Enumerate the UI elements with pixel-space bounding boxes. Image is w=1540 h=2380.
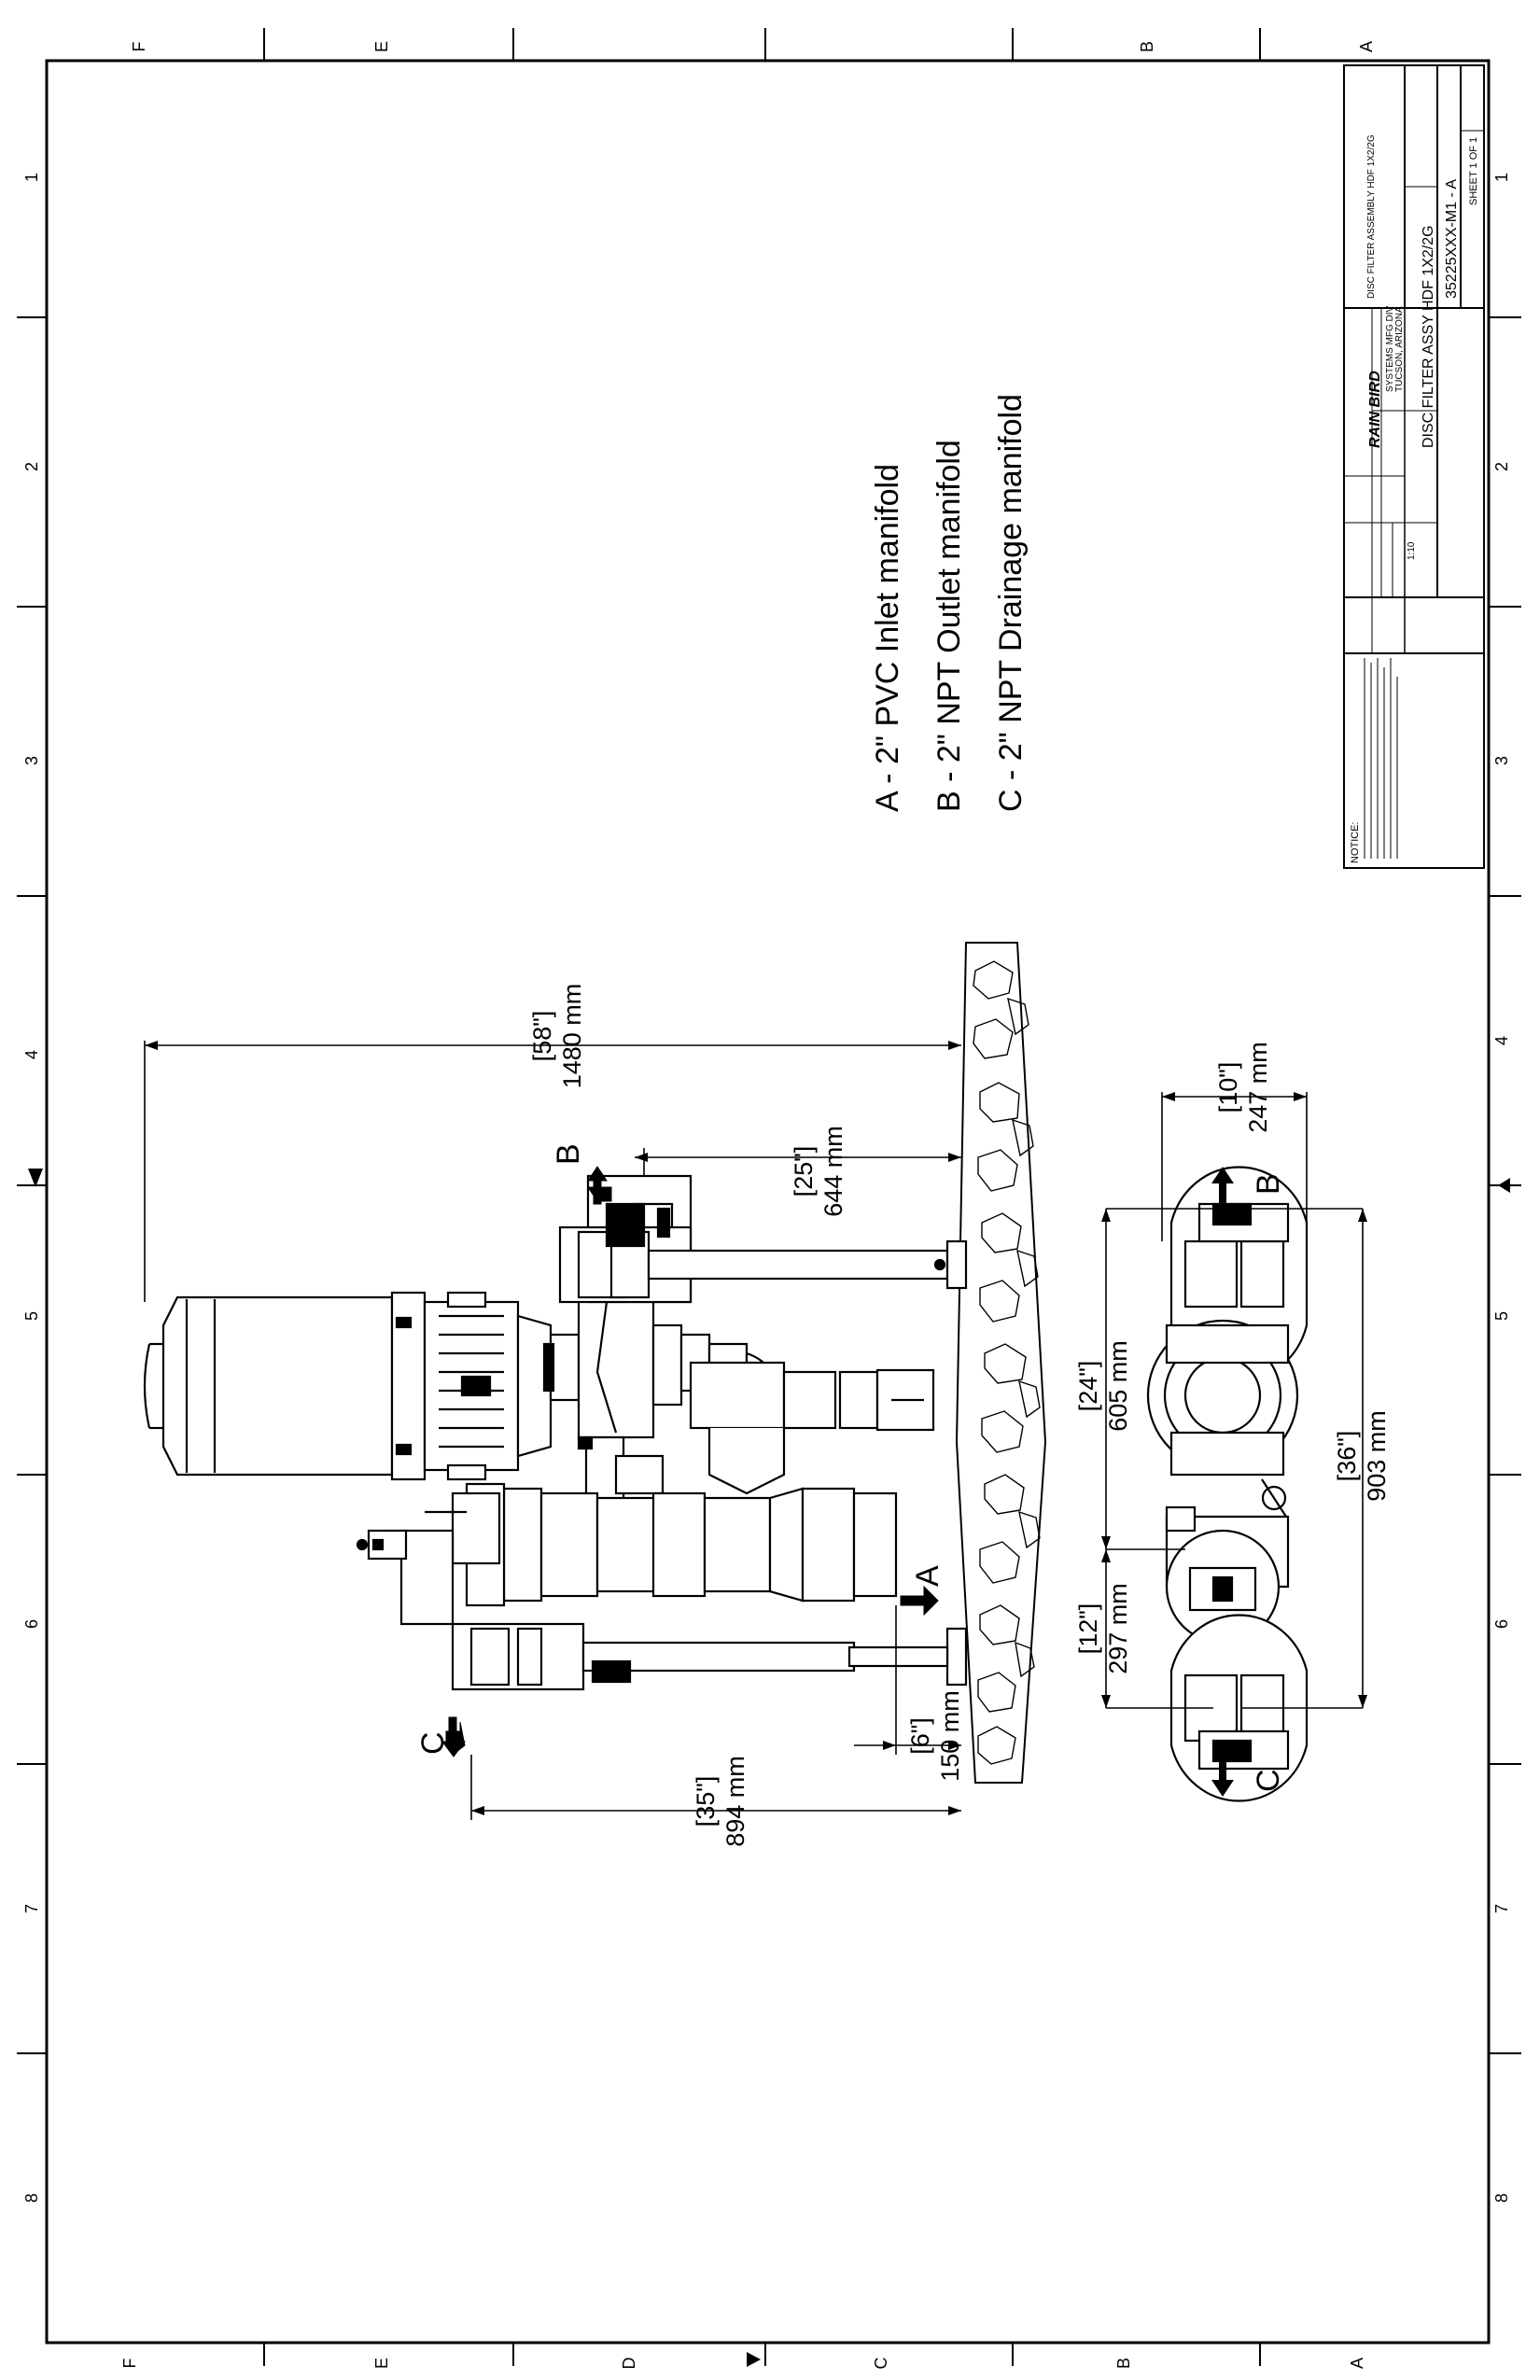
zone-label-left-7: 7	[22, 1904, 41, 1913]
inlet-manifold	[502, 1487, 543, 1603]
zone-label-bottom-a: A	[1348, 2358, 1366, 2369]
sheet-border	[45, 59, 1491, 2345]
title-block-title: DISC FILTER ASSY HDF 1X2/2G	[1421, 225, 1436, 448]
title-block-grid-fields	[1344, 130, 1484, 597]
dim-inlet-in: [6"]	[906, 1717, 934, 1755]
zone-label-bottom-b: B	[1114, 2358, 1133, 2369]
top-outlet-b-threads	[1211, 1202, 1253, 1226]
zone-label-bottom-f: F	[120, 2359, 139, 2369]
dim-inlet-mm: 150 mm	[936, 1690, 964, 1782]
zone-ruler-top	[263, 28, 1261, 61]
legend-line-a: A - 2" PVC Inlet manifold	[870, 464, 905, 812]
port-label-b-top: B	[1251, 1173, 1286, 1195]
title-block-scale: 1:10	[1407, 541, 1417, 560]
top-view-assembly	[1146, 1166, 1309, 1802]
legend-line-b: B - 2" NPT Outlet manifold	[931, 440, 967, 812]
port-label-a-side: A	[910, 1565, 945, 1587]
dim-span2-mm: 297 mm	[1104, 1583, 1132, 1674]
drain-c-threads	[591, 1659, 632, 1684]
zone-label-bottom-e: E	[372, 2358, 391, 2369]
dim-drain-in: [35"]	[692, 1776, 720, 1827]
dim-span1-in: [24"]	[1074, 1361, 1102, 1412]
dim-depth-mm: 247 mm	[1244, 1042, 1272, 1133]
title-block-sheet: SHEET 1 OF 1	[1468, 137, 1479, 205]
zone-label-left-2: 2	[22, 462, 41, 471]
port-label-b-side: B	[551, 1143, 586, 1165]
zone-label-left-1: 1	[22, 173, 41, 182]
zone-label-bottom-d: D	[620, 2358, 638, 2370]
center-mark-right-arrow	[1498, 1178, 1510, 1193]
zone-label-right-1: 1	[1492, 173, 1511, 182]
zone-label-right-4: 4	[1492, 1036, 1511, 1045]
ground-section	[955, 942, 1047, 1784]
zone-label-top-a: A	[1357, 41, 1376, 52]
title-block-division: SYSTEMS MFG DIV	[1385, 305, 1395, 392]
outlet-backwash-valve	[577, 1295, 655, 1439]
zone-label-right-3: 3	[1492, 756, 1511, 765]
side-view-dimension-arrowheads	[145, 1041, 961, 1815]
center-mark-left-arrow	[28, 1169, 43, 1187]
zone-label-right-8: 8	[1492, 2193, 1511, 2203]
rain-bird-logo: RAIN BIRD	[1367, 371, 1383, 448]
dim-outlet-in: [25"]	[790, 1146, 818, 1197]
side-view-dimension-lines	[144, 1041, 961, 1820]
zone-label-left-8: 8	[22, 2193, 41, 2203]
zone-label-top-e: E	[372, 41, 391, 52]
zone-label-left-6: 6	[22, 1619, 41, 1629]
title-block-part-number: 35225XXX-M1 - A	[1444, 179, 1460, 299]
dim-outlet-mm: 644 mm	[819, 1126, 847, 1217]
zone-label-top-f: F	[130, 42, 148, 52]
port-label-c-top: C	[1251, 1769, 1286, 1792]
dim-total-in: [36"]	[1333, 1431, 1361, 1482]
zone-label-left-5: 5	[22, 1311, 41, 1321]
top-drain-c-threads	[1211, 1739, 1253, 1763]
zone-ruler-left	[17, 316, 47, 2054]
inlet-backwash-valve	[451, 1491, 501, 1565]
zone-label-right-5: 5	[1492, 1311, 1511, 1321]
side-view-port-arrows	[441, 1166, 939, 1757]
zone-label-top-b: B	[1138, 41, 1156, 52]
arrow-a-inlet	[900, 1585, 939, 1617]
title-block-location: TUCSON, ARIZONA	[1394, 306, 1405, 392]
dim-depth-in: [10"]	[1214, 1062, 1242, 1113]
support-leg-right	[647, 1249, 949, 1281]
title-block-notice: NOTICE:	[1350, 821, 1361, 863]
side-view-assembly	[143, 1174, 968, 1691]
zone-label-right-2: 2	[1492, 462, 1511, 471]
dim-span1-mm: 605 mm	[1104, 1340, 1132, 1432]
notice-fine-print	[1364, 658, 1398, 859]
dim-drain-mm: 894 mm	[721, 1756, 749, 1847]
zone-label-right-6: 6	[1492, 1619, 1511, 1629]
dim-height-mm: 1480 mm	[558, 984, 586, 1089]
center-mark-bottom-arrow	[747, 2352, 761, 2367]
title-block-product: DISC FILTER ASSEMBLY HDF 1X2/2G	[1366, 134, 1377, 299]
port-legend: A - 2" PVC Inlet manifold B - 2" NPT Out…	[870, 394, 1029, 812]
filter-canister	[161, 1295, 394, 1477]
top-view-dimension-arrowheads	[1101, 1092, 1367, 1708]
zone-label-right-7: 7	[1492, 1904, 1511, 1913]
top-view-dimension-lines	[1105, 1092, 1364, 1709]
zone-label-bottom-c: C	[872, 2358, 890, 2370]
dim-total-mm: 903 mm	[1363, 1410, 1391, 1502]
zone-label-left-4: 4	[22, 1050, 41, 1059]
top-view-port-arrows	[1211, 1167, 1234, 1797]
outlet-b-threads	[605, 1202, 646, 1248]
port-label-c-side: C	[415, 1731, 451, 1755]
zone-label-left-3: 3	[22, 756, 41, 765]
dim-height-in: [58"]	[528, 1011, 556, 1062]
legend-line-c: C - 2" NPT Drainage manifold	[993, 394, 1029, 812]
zone-ruler-bottom	[263, 2343, 1261, 2366]
dim-span2-in: [12"]	[1074, 1603, 1102, 1655]
